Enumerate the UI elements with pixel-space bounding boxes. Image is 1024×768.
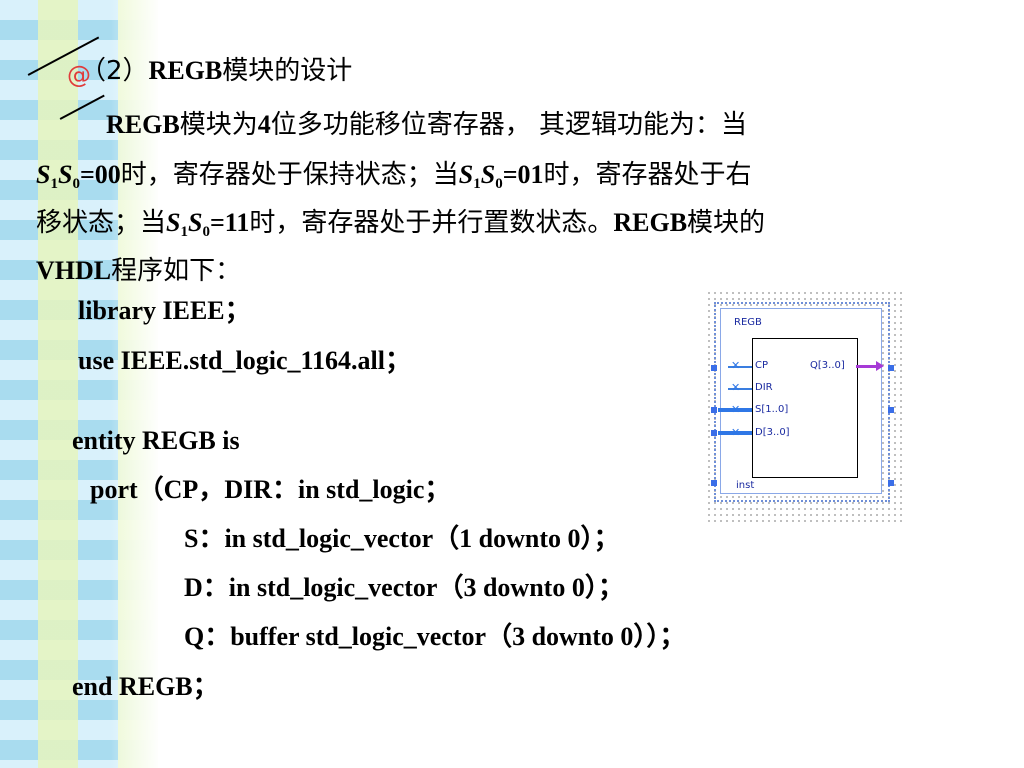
section-heading: （2）REGB模块的设计 bbox=[80, 56, 353, 86]
pin-line-s bbox=[718, 408, 752, 412]
code-line-s-port: S：in std_logic_vector（1 downto 0）； bbox=[184, 524, 620, 553]
pin-line-q bbox=[856, 365, 876, 368]
edge-marker bbox=[711, 430, 717, 436]
pin-label-s: S[1..0] bbox=[755, 404, 789, 415]
pin-line-dir bbox=[728, 388, 752, 390]
decorative-strip-fade bbox=[0, 0, 158, 768]
edge-marker bbox=[888, 407, 894, 413]
code-line-d-port: D：in std_logic_vector（3 downto 0）； bbox=[184, 573, 624, 602]
pin-x-icon: ✕ bbox=[731, 403, 741, 416]
edge-marker bbox=[711, 365, 717, 371]
code-line-end: end REGB； bbox=[72, 672, 219, 701]
symbol-name: REGB bbox=[734, 317, 762, 328]
pin-line-d bbox=[718, 431, 752, 435]
symbol-body bbox=[752, 338, 858, 478]
edge-marker bbox=[711, 480, 717, 486]
code-line-q-port: Q：buffer std_logic_vector（3 downto 0））； bbox=[184, 622, 686, 651]
edge-marker bbox=[888, 480, 894, 486]
pin-label-cp: CP bbox=[755, 360, 769, 371]
bullet-icon: @ bbox=[67, 61, 91, 89]
paragraph-line-1: REGB模块为4位多功能移位寄存器， 其逻辑功能为：当 bbox=[106, 110, 747, 140]
pin-label-d: D[3..0] bbox=[755, 427, 790, 438]
regb-symbol-diagram: REGB ✕ CP ✕ DIR ✕ S[1..0] ✕ D[3..0] Q[3.… bbox=[706, 290, 902, 522]
pin-label-q: Q[3..0] bbox=[810, 360, 845, 371]
pin-x-icon: ✕ bbox=[731, 359, 741, 372]
paragraph-line-3: 移状态；当S1S0=11时，寄存器处于并行置数状态。REGB模块的 bbox=[36, 208, 766, 240]
pin-x-icon: ✕ bbox=[731, 426, 741, 439]
pin-line-cp bbox=[728, 366, 752, 368]
paragraph-line-2: S1S0=00时，寄存器处于保持状态；当S1S0=01时，寄存器处于右 bbox=[36, 160, 752, 192]
pin-x-icon: ✕ bbox=[731, 381, 741, 394]
output-arrow-icon bbox=[876, 361, 884, 371]
instance-label: inst bbox=[736, 480, 755, 491]
code-line-library: library IEEE； bbox=[78, 296, 251, 325]
code-line-entity: entity REGB is bbox=[72, 426, 240, 455]
code-line-use: use IEEE.std_logic_1164.all； bbox=[78, 346, 411, 375]
edge-marker bbox=[888, 365, 894, 371]
code-line-port: port（CP，DIR：in std_logic； bbox=[90, 475, 451, 504]
symbol-outer-border bbox=[714, 302, 890, 502]
paragraph-line-4: VHDL程序如下： bbox=[36, 256, 242, 286]
edge-marker bbox=[711, 407, 717, 413]
pin-label-dir: DIR bbox=[755, 382, 773, 393]
